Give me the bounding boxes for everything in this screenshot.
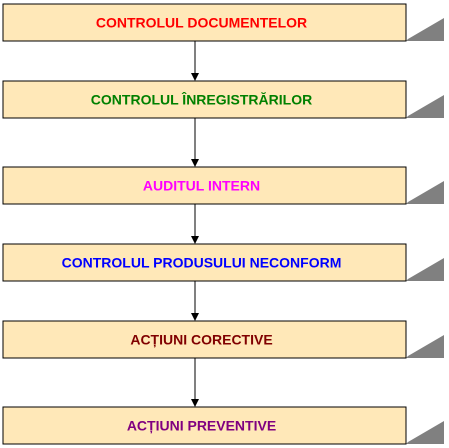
box-shadow: [406, 335, 444, 358]
process-step-label: ACȚIUNI CORECTIVE: [130, 332, 272, 348]
box-shadow: [406, 421, 444, 444]
process-step-box: [2, 406, 407, 445]
box-shadow: [406, 181, 444, 204]
box-shadow: [406, 95, 444, 118]
process-step-label: CONTROLUL PRODUSULUI NECONFORM: [62, 255, 342, 271]
box-shadow: [406, 18, 444, 41]
process-step-label: AUDITUL INTERN: [143, 178, 260, 194]
box-shadow: [406, 258, 444, 281]
process-step-box: [2, 166, 407, 205]
process-step-label: CONTROLUL ÎNREGISTRĂRILOR: [91, 91, 312, 108]
process-step-box: [2, 320, 407, 359]
process-step-box: [2, 3, 407, 42]
process-step-box: [2, 243, 407, 282]
process-step-label: ACȚIUNI PREVENTIVE: [127, 418, 276, 434]
process-step-box: [2, 80, 407, 119]
process-step-label: CONTROLUL DOCUMENTELOR: [96, 15, 307, 31]
